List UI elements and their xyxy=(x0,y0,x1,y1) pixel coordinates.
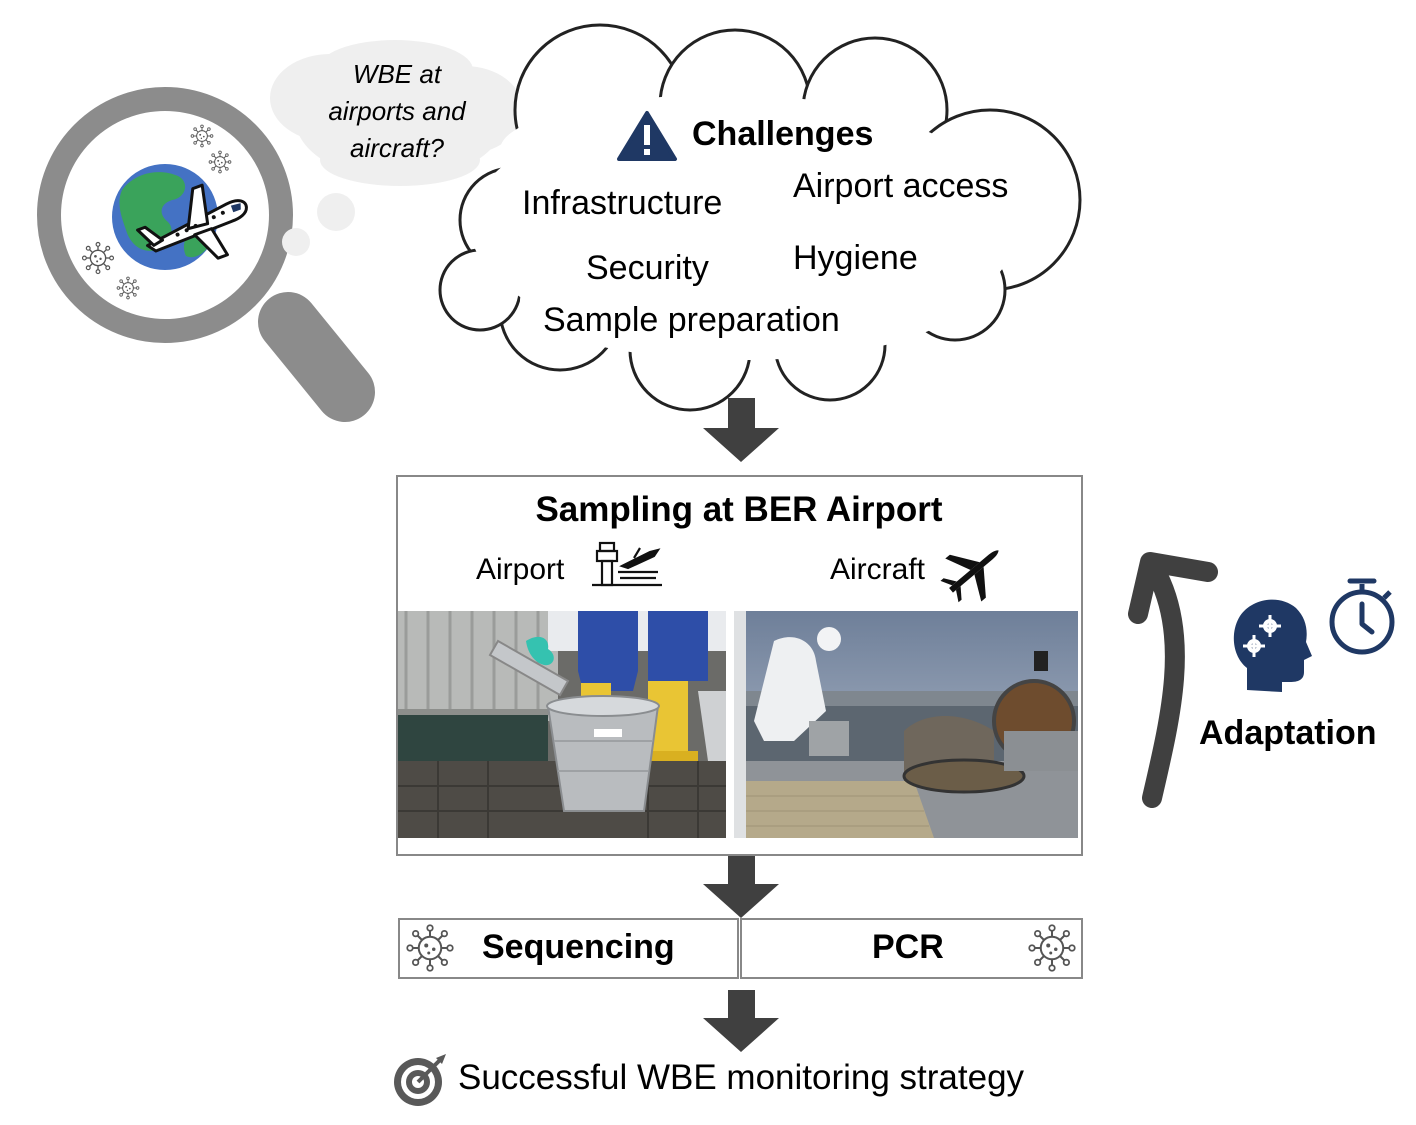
sequencing-label: Sequencing xyxy=(482,928,675,966)
challenge-sample-preparation: Sample preparation xyxy=(543,301,840,339)
thought-bubble xyxy=(270,40,523,256)
airport-tower-icon xyxy=(592,541,662,587)
challenge-hygiene: Hygiene xyxy=(793,239,918,277)
challenge-airport-access: Airport access xyxy=(793,167,1009,205)
sampling-title: Sampling at BER Airport xyxy=(535,490,943,529)
aircraft-sampling-photo xyxy=(734,611,1078,838)
adaptation-arrow xyxy=(1128,552,1218,808)
challenges-title: Challenges xyxy=(692,115,874,153)
aircraft-label: Aircraft xyxy=(830,553,926,586)
challenge-security: Security xyxy=(586,249,709,287)
challenge-infrastructure: Infrastructure xyxy=(522,184,723,222)
thought-bubble-text: WBE at airports and aircraft? xyxy=(328,59,466,163)
airplane-icon xyxy=(136,183,248,260)
pcr-label: PCR xyxy=(872,928,944,966)
result-text: Successful WBE monitoring strategy xyxy=(458,1058,1025,1097)
down-arrow-1 xyxy=(703,398,779,462)
pcr-box xyxy=(740,918,1083,979)
stopwatch-icon xyxy=(1329,578,1395,655)
warning-icon xyxy=(617,111,677,161)
airport-sampling-photo xyxy=(398,611,726,838)
head-gears-icon xyxy=(1233,599,1312,692)
target-icon xyxy=(394,1054,446,1106)
sequencing-box xyxy=(398,918,739,979)
adaptation-label: Adaptation xyxy=(1199,714,1377,752)
down-arrow-2 xyxy=(703,855,779,918)
aircraft-icon xyxy=(940,550,999,603)
down-arrow-3 xyxy=(703,990,779,1052)
airport-label: Airport xyxy=(476,553,565,586)
